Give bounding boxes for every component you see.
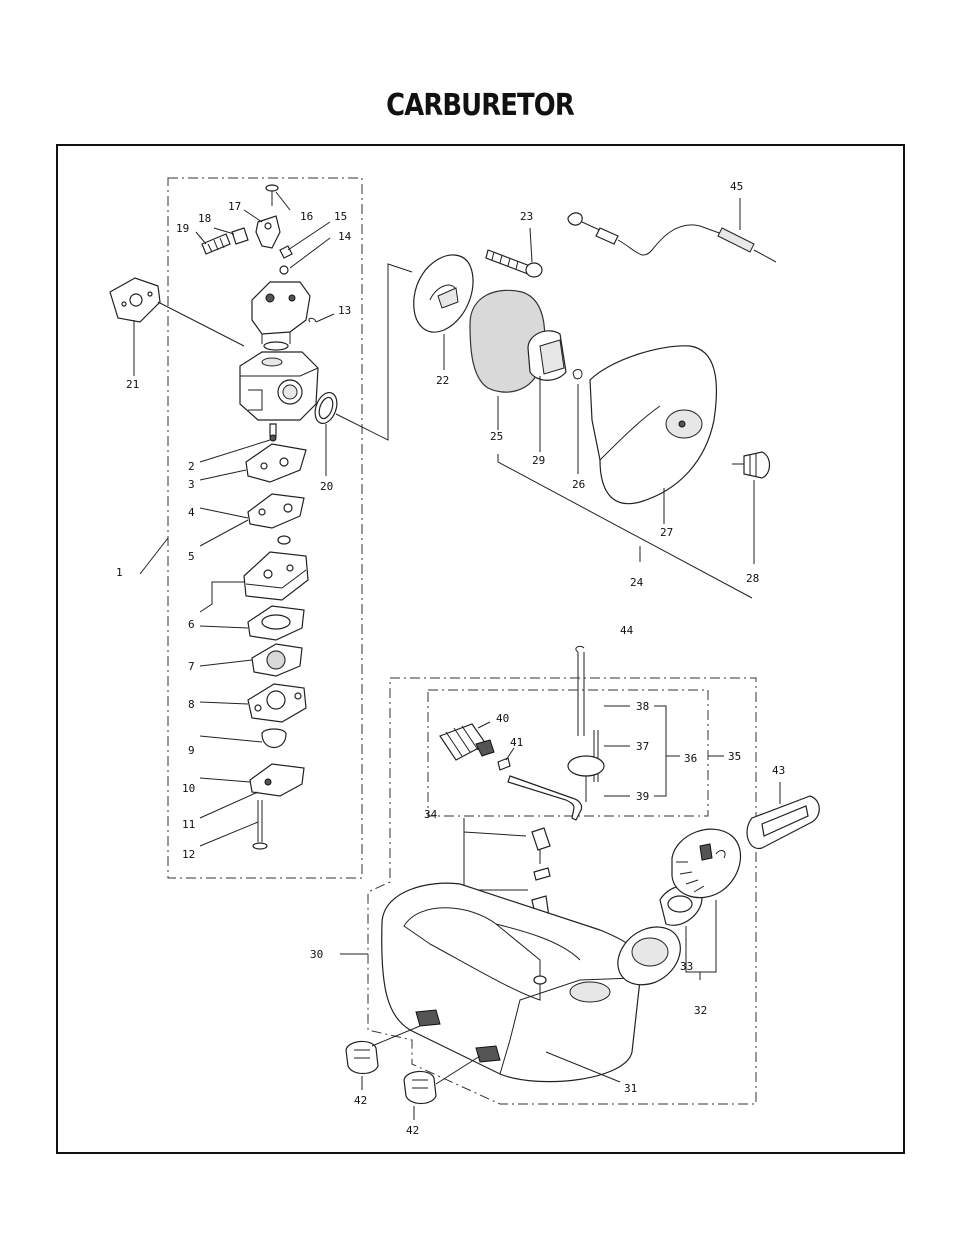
label-25: 25 bbox=[490, 430, 503, 443]
screw-12 bbox=[252, 800, 268, 850]
carburetor-body bbox=[239, 351, 319, 421]
label-39: 39 bbox=[636, 790, 649, 803]
screw-19 bbox=[201, 233, 231, 255]
carburetor-group-outline bbox=[167, 177, 363, 879]
label-34: 34 bbox=[424, 808, 438, 821]
part-labels: 1 2 3 4 5 6 7 8 9 10 11 12 13 14 15 16 1… bbox=[116, 180, 785, 1137]
label-36: 36 bbox=[684, 752, 697, 765]
carburetor-top-cover bbox=[251, 281, 311, 351]
primer-bulb-10 bbox=[261, 728, 287, 749]
bracket-17 bbox=[255, 215, 281, 249]
diagram-frame bbox=[56, 144, 905, 1154]
fuel-tank-31 bbox=[381, 882, 645, 1083]
label-2: 2 bbox=[188, 460, 195, 473]
filter-cup-29 bbox=[527, 330, 567, 452]
cover-43 bbox=[746, 782, 820, 849]
label-32: 32 bbox=[694, 1004, 707, 1017]
label-13: 13 bbox=[338, 304, 351, 317]
label-29: 29 bbox=[532, 454, 545, 467]
label-19: 19 bbox=[176, 222, 189, 235]
part-14 bbox=[279, 265, 289, 275]
part-15 bbox=[279, 245, 293, 259]
label-27: 27 bbox=[660, 526, 673, 539]
label-5: 5 bbox=[188, 550, 195, 563]
label-16: 16 bbox=[300, 210, 313, 223]
backplate-22 bbox=[413, 254, 474, 370]
fuel-cap-32 bbox=[671, 828, 742, 980]
label-42-bottom: 42 bbox=[406, 1124, 419, 1137]
diaphragm-3 bbox=[245, 443, 307, 483]
label-40: 40 bbox=[496, 712, 509, 725]
label-41: 41 bbox=[510, 736, 523, 749]
label-12: 12 bbox=[182, 848, 195, 861]
label-10: 10 bbox=[182, 782, 195, 795]
label-4: 4 bbox=[188, 506, 195, 519]
filter-40 bbox=[439, 721, 495, 761]
label-23: 23 bbox=[520, 210, 533, 223]
label-37: 37 bbox=[636, 740, 649, 753]
label-17: 17 bbox=[228, 200, 241, 213]
label-18: 18 bbox=[198, 212, 211, 225]
page-title: CARBURETOR bbox=[386, 88, 575, 123]
foot-42a bbox=[345, 1040, 379, 1090]
cover-9 bbox=[247, 683, 307, 723]
foot-42b bbox=[403, 1070, 437, 1120]
label-9: 9 bbox=[188, 744, 195, 757]
screw-16 bbox=[265, 184, 279, 206]
label-22: 22 bbox=[436, 374, 449, 387]
clip-13 bbox=[308, 317, 317, 323]
leader-lines-carburetor bbox=[133, 191, 335, 847]
label-28: 28 bbox=[746, 572, 759, 585]
leader-lines-tank bbox=[340, 705, 724, 1085]
label-45: 45 bbox=[730, 180, 743, 193]
fuel-pickup-subgroup-outline bbox=[427, 689, 709, 817]
label-11: 11 bbox=[182, 818, 195, 831]
leader-lines-filter bbox=[497, 454, 753, 599]
label-30: 30 bbox=[310, 948, 323, 961]
label-14: 14 bbox=[338, 230, 352, 243]
label-35: 35 bbox=[728, 750, 741, 763]
label-1: 1 bbox=[116, 566, 123, 579]
gasket-7 bbox=[247, 605, 305, 641]
label-44: 44 bbox=[620, 624, 634, 637]
gasket-4 bbox=[247, 493, 305, 529]
knob-28 bbox=[732, 451, 771, 564]
cover-27 bbox=[589, 345, 717, 524]
label-43: 43 bbox=[772, 764, 785, 777]
label-24: 24 bbox=[630, 576, 644, 589]
gasket-21 bbox=[109, 277, 245, 347]
label-15: 15 bbox=[334, 210, 347, 223]
label-3: 3 bbox=[188, 478, 195, 491]
clip-26 bbox=[572, 369, 583, 474]
label-6: 6 bbox=[188, 618, 195, 631]
label-42-left: 42 bbox=[354, 1094, 367, 1107]
label-31: 31 bbox=[624, 1082, 637, 1095]
throttle-cable-45 bbox=[567, 198, 777, 263]
plate-11 bbox=[249, 763, 305, 797]
grommet-assy-36 bbox=[507, 652, 605, 821]
needle-2 bbox=[269, 423, 277, 442]
label-26: 26 bbox=[572, 478, 585, 491]
label-8: 8 bbox=[188, 698, 195, 711]
label-21: 21 bbox=[126, 378, 139, 391]
label-33: 33 bbox=[680, 960, 693, 973]
label-7: 7 bbox=[188, 660, 195, 673]
bolt-23 bbox=[485, 227, 543, 278]
fuel-tank-group-outline bbox=[367, 677, 757, 1105]
pump-body-6 bbox=[243, 535, 309, 601]
diaphragm-8 bbox=[251, 643, 303, 677]
gasket-20 bbox=[314, 263, 413, 441]
label-20: 20 bbox=[320, 480, 333, 493]
clip-44 bbox=[575, 645, 585, 653]
clip-41 bbox=[497, 747, 515, 771]
nut-18 bbox=[231, 227, 249, 245]
label-38: 38 bbox=[636, 700, 649, 713]
